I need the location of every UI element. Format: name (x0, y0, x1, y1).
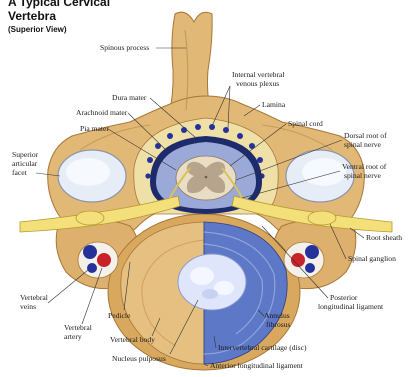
right-transverse-foramen (284, 242, 324, 278)
label-posterior-ligament-1: Posterior (330, 293, 358, 302)
left-vertebral-vein-1 (83, 245, 97, 259)
figure-title-line2: Vertebra (8, 9, 56, 23)
label-annulus-1: Annulus (264, 311, 290, 320)
label-vertebral-artery-1: Vertebral (64, 323, 92, 332)
label-internal-plexus-2: venous plexus (236, 79, 279, 88)
label-vertebral-artery-2: artery (64, 332, 82, 341)
label-dorsal-root-1: Dorsal root of (344, 131, 387, 140)
right-spinal-ganglion (308, 211, 336, 225)
label-vertebral-veins-2: veins (20, 302, 36, 311)
label-dura-mater: Dura mater (112, 93, 147, 102)
label-annulus-2: fibrosus (266, 320, 291, 329)
label-ventral-root-2: spinal nerve (344, 171, 382, 180)
label-ventral-root-1: Ventral root of (342, 162, 387, 171)
label-vertebral-veins-1: Vertebral (20, 293, 48, 302)
figure-title-line1: A Typical Cervical (8, 0, 110, 9)
label-superior-facet-2: articular (12, 159, 38, 168)
label-pia-mater: Pia mater (80, 124, 109, 133)
label-anterior-ligament: Anterior longitudinal ligament (210, 361, 304, 370)
label-spinous-process: Spinous process (100, 43, 149, 52)
label-root-sheath: Root sheath (366, 233, 402, 242)
label-dorsal-root-2: spinal nerve (344, 140, 382, 149)
right-vertebral-vein-1 (305, 245, 319, 259)
label-vertebral-body: Vertebral body (110, 335, 155, 344)
label-pedicle: Pedicle (108, 311, 131, 320)
left-vertebral-vein-2 (87, 263, 97, 273)
label-arachnoid-mater: Arachnoid mater (76, 108, 128, 117)
figure-subtitle: (Superior View) (8, 25, 67, 34)
label-posterior-ligament-2: longitudinal ligament (318, 302, 384, 311)
left-transverse-foramen (78, 242, 118, 278)
label-superior-facet-1: Superior (12, 150, 39, 159)
right-vertebral-vein-2 (305, 263, 315, 273)
label-nucleus-pulposus: Nucleus pulposus (112, 354, 166, 363)
label-superior-facet-3: facet (12, 168, 28, 177)
left-spinal-ganglion (76, 211, 104, 225)
label-spinal-cord: Spinal cord (288, 119, 323, 128)
label-lamina: Lamina (262, 100, 286, 109)
nucleus-pulposus (178, 254, 246, 310)
label-spinal-ganglion: Spinal ganglion (348, 254, 396, 263)
label-intervertebral-cartilage: Intervertebral cartilage (disc) (218, 343, 307, 352)
label-internal-plexus-1: Internal vertebral (232, 70, 285, 79)
left-vertebral-artery (97, 253, 111, 267)
